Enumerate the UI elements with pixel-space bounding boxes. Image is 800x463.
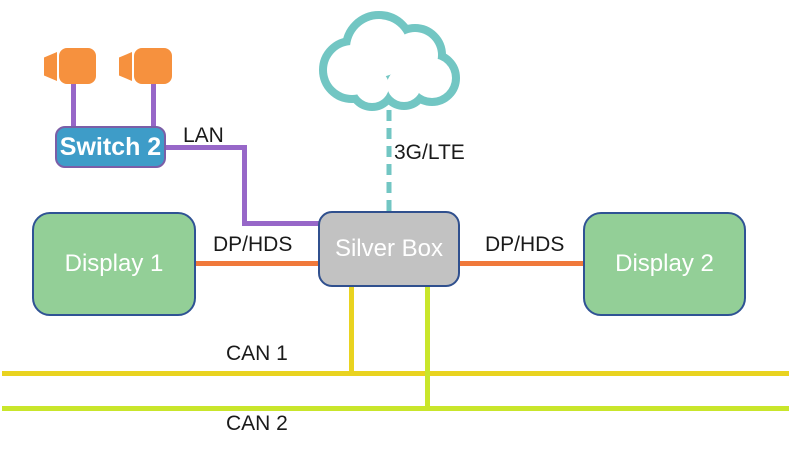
node-silver-box: Silver Box — [318, 211, 460, 287]
can1-label: CAN 1 — [226, 342, 288, 365]
node-display2-label: Display 2 — [615, 250, 714, 277]
dp-hds-right-label: DP/HDS — [485, 233, 565, 256]
node-display1-label: Display 1 — [64, 250, 164, 277]
silverbox-to-can1-line — [349, 285, 354, 374]
lan-label: LAN — [183, 124, 224, 147]
cloud-icon — [319, 11, 460, 111]
dp-hds-right-line — [458, 261, 585, 266]
silverbox-to-can2-line — [425, 285, 430, 411]
video-camera-icon — [59, 48, 96, 84]
node-display1: Display 1 — [32, 212, 196, 316]
can2-label: CAN 2 — [226, 412, 288, 435]
lan-link-line-segment3 — [242, 221, 320, 226]
video-camera-icon — [119, 52, 132, 81]
node-display2: Display 2 — [583, 212, 746, 316]
can1-bus-line — [2, 371, 789, 376]
dp-hds-left-label: DP/HDS — [213, 233, 293, 256]
video-camera-icon — [44, 52, 57, 81]
video-camera-icon — [134, 48, 172, 84]
dp-hds-left-line — [194, 261, 320, 266]
cellular-dashed-line — [386, 110, 392, 212]
cellular-label: 3G/LTE — [394, 141, 465, 164]
camera2-link-line — [151, 83, 156, 127]
node-switch2-label: Switch 2 — [59, 132, 162, 161]
lan-link-line-segment1 — [164, 145, 247, 150]
node-silver-box-label: Silver Box — [334, 235, 444, 262]
node-switch2: Switch 2 — [55, 126, 166, 168]
lan-link-line-segment2 — [242, 145, 247, 226]
can2-bus-line — [2, 406, 789, 411]
camera1-link-line — [71, 83, 76, 127]
